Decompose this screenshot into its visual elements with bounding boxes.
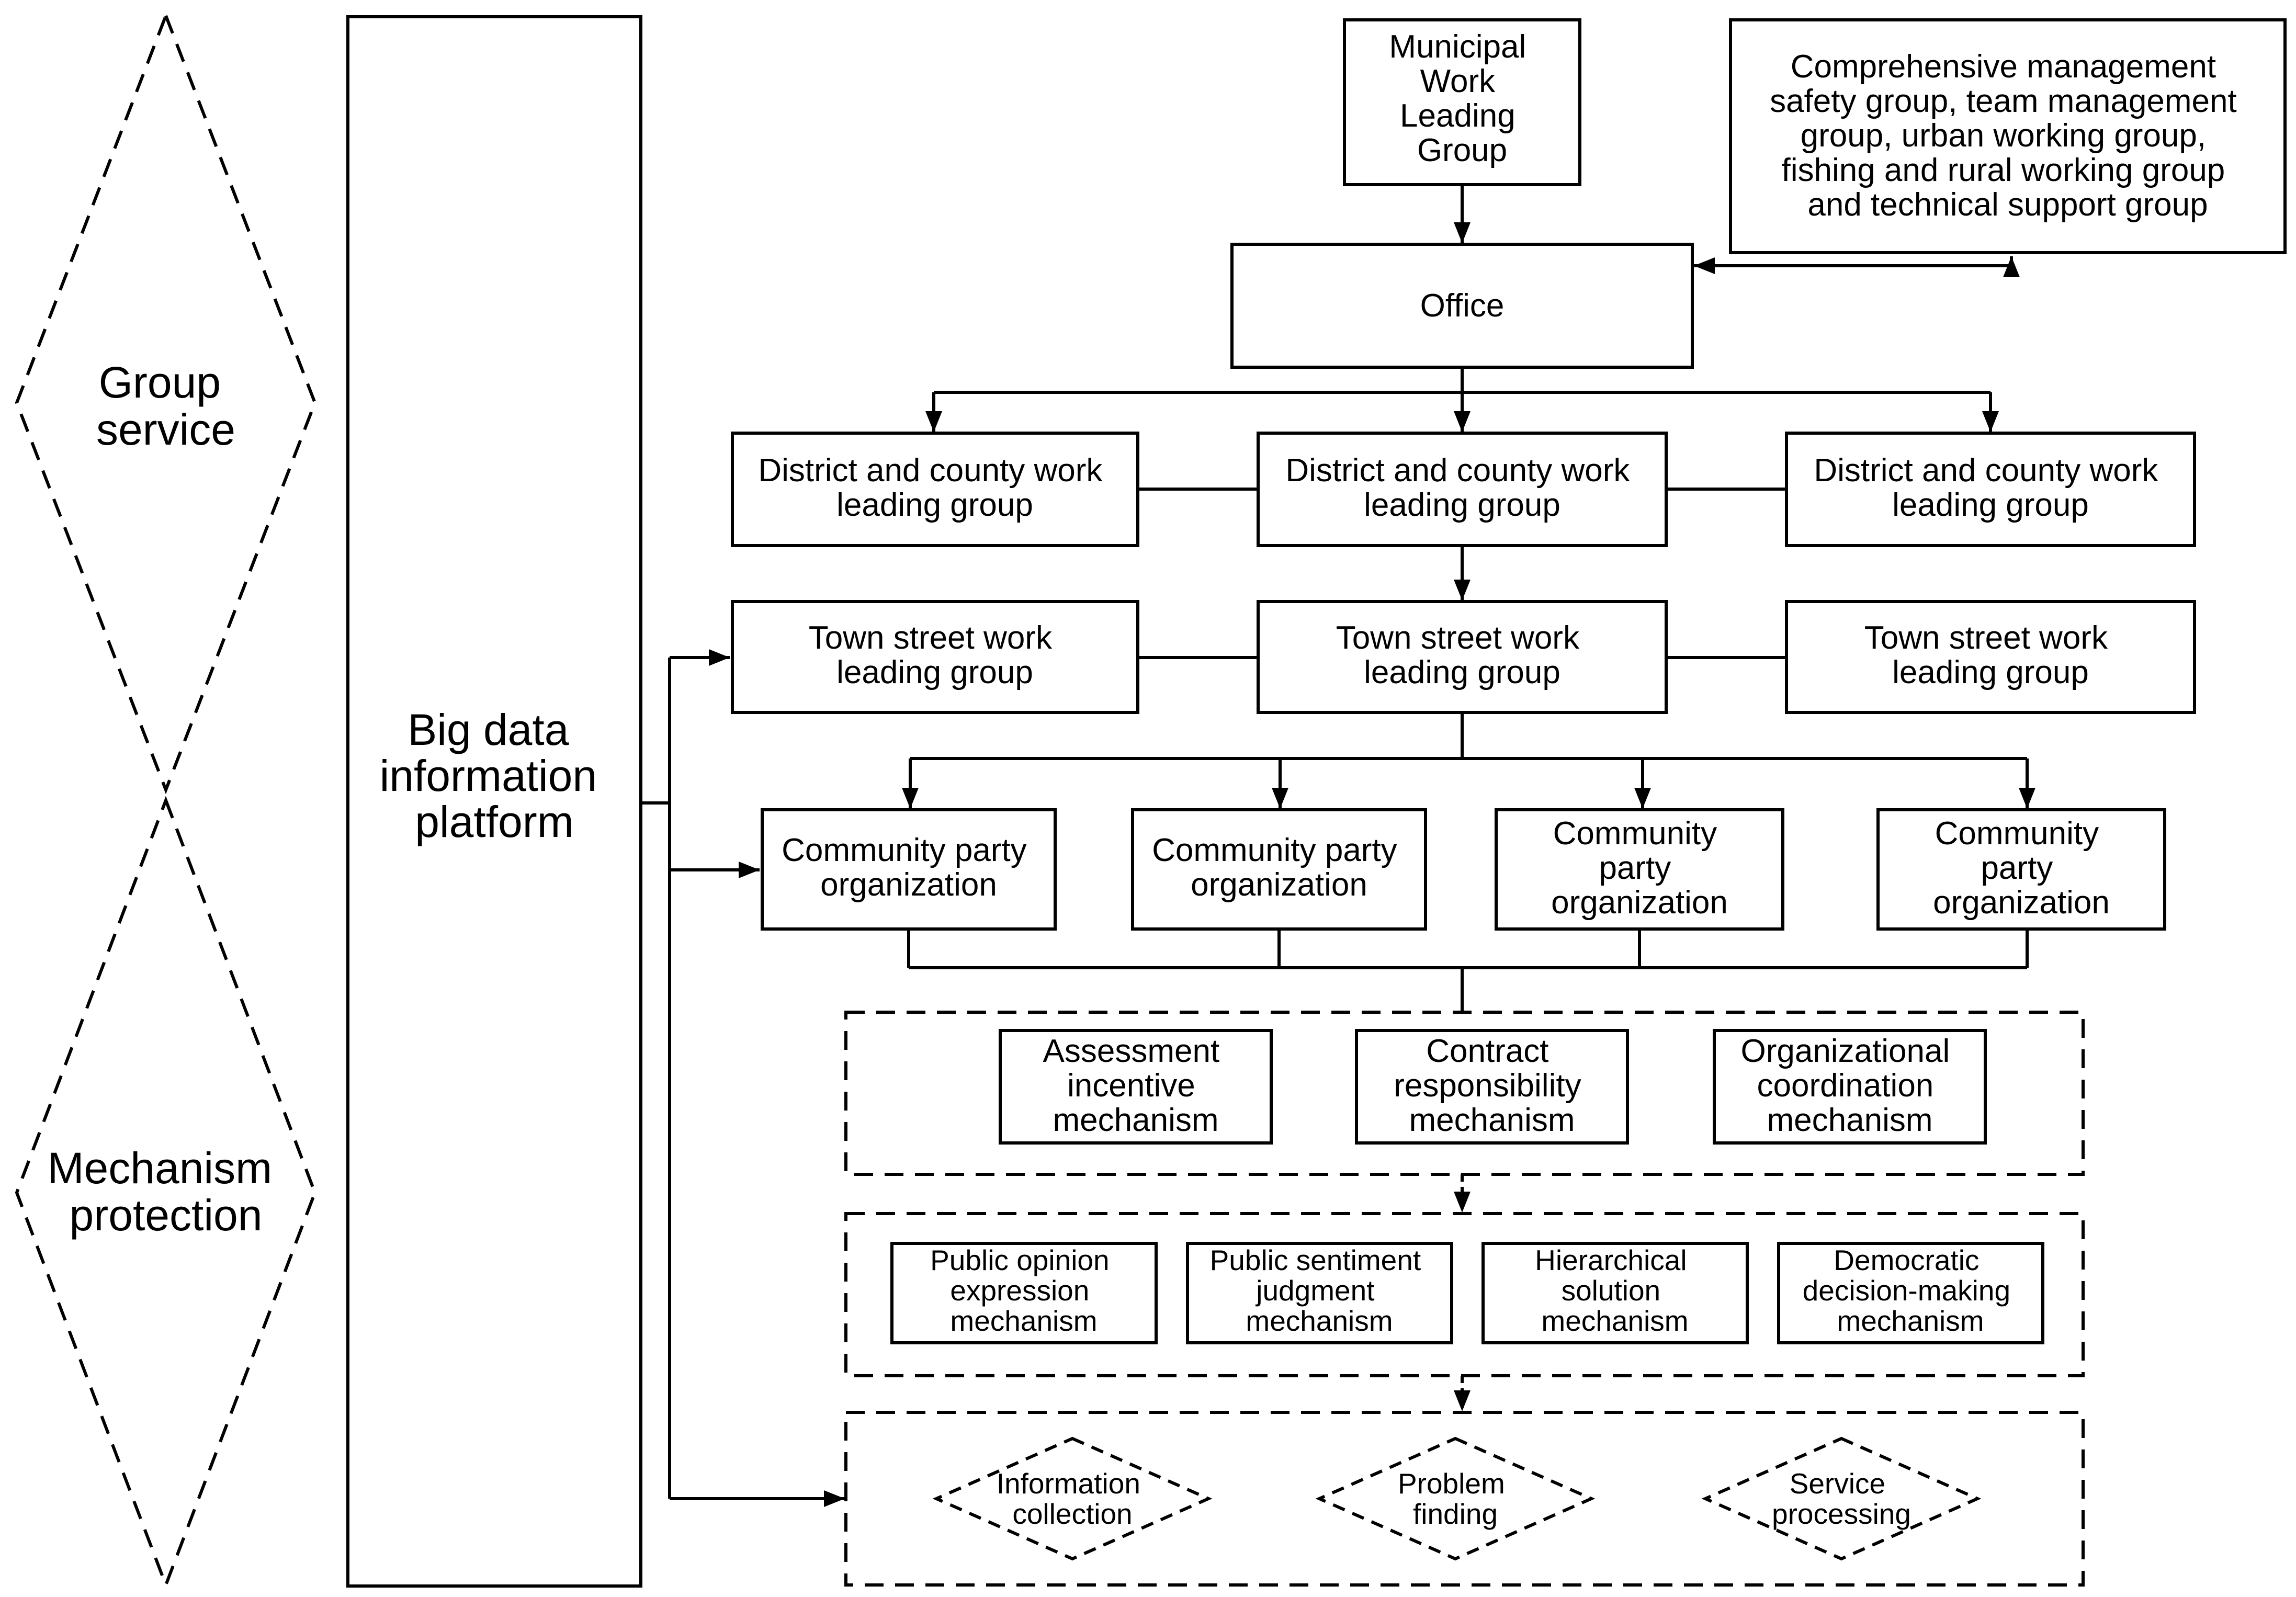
mechanism-protection-label: Mechanism protection xyxy=(48,1143,285,1240)
office-label: Office xyxy=(1420,288,1505,324)
municipal-work-leading-group-box xyxy=(1343,18,1581,186)
public-sentiment-judgment-mechanism-box xyxy=(1186,1242,1453,1344)
community-party-organization-1-label: Community party organization xyxy=(782,832,1036,903)
community-party-organization-1-box xyxy=(761,808,1057,931)
comprehensive-groups-label: Comprehensive management safety group, t… xyxy=(1770,49,2246,223)
town-street-group-left-box xyxy=(731,600,1139,714)
democratic-decision-making-mechanism-label: Democratic decision-making mechanism xyxy=(1803,1244,2019,1337)
comprehensive-groups-box xyxy=(1729,18,2287,254)
town-street-group-left-label: Town street work leading group xyxy=(809,620,1061,690)
mechanism-group-2-container xyxy=(844,1212,2085,1377)
problem-finding-label: Problem finding xyxy=(1398,1467,1513,1530)
organizational-coordination-mechanism-label: Organizational coordination mechanism xyxy=(1740,1033,1959,1138)
district-county-group-right-box xyxy=(1785,432,2196,547)
community-party-organization-3-label: Community party organization xyxy=(1551,816,1728,921)
district-county-group-left-label: District and county work leading group xyxy=(758,452,1111,523)
mechanism-group-1-container xyxy=(844,1011,2085,1176)
town-street-group-right-label: Town street work leading group xyxy=(1864,620,2117,690)
information-collection-label: Information collection xyxy=(997,1467,1148,1530)
assessment-incentive-mechanism-box xyxy=(999,1029,1273,1145)
community-party-organization-4-box xyxy=(1876,808,2166,931)
platform-connector xyxy=(641,658,671,1499)
community-bottom-connector xyxy=(907,929,2029,1012)
information-collection-diamond xyxy=(932,1436,1213,1561)
public-opinion-expression-mechanism-label: Public opinion expression mechanism xyxy=(930,1244,1117,1337)
mechanism-protection-diamond xyxy=(15,796,317,1590)
arrow-office-comprehensive xyxy=(1694,256,2020,277)
contract-responsibility-mechanism-label: Contract responsibility mechanism xyxy=(1394,1033,1590,1138)
organizational-coordination-mechanism-box xyxy=(1713,1029,1987,1145)
public-sentiment-judgment-mechanism-label: Public sentiment judgment mechanism xyxy=(1210,1244,1429,1337)
contract-responsibility-mechanism-box xyxy=(1355,1029,1629,1145)
hierarchical-solution-mechanism-label: Hierarchical solution mechanism xyxy=(1535,1244,1695,1337)
problem-finding-diamond xyxy=(1315,1436,1596,1561)
group-service-label: Group service xyxy=(96,358,235,454)
group-service-diamond xyxy=(15,11,317,795)
office-box xyxy=(1230,243,1694,369)
community-party-organization-4-label: Community party organization xyxy=(1933,816,2110,921)
democratic-decision-making-mechanism-box xyxy=(1777,1242,2044,1344)
town-street-group-right-box xyxy=(1785,600,2196,714)
assessment-incentive-mechanism-label: Assessment incentive mechanism xyxy=(1043,1033,1229,1138)
community-party-organization-3-box xyxy=(1495,808,1784,931)
community-party-organization-2-box xyxy=(1131,808,1427,931)
town-to-community-connector xyxy=(910,712,2027,760)
hierarchical-solution-mechanism-box xyxy=(1481,1242,1749,1344)
district-county-group-right-label: District and county work leading group xyxy=(1814,452,2167,523)
community-party-organization-2-label: Community party organization xyxy=(1152,832,1406,903)
town-street-group-center-label: Town street work leading group xyxy=(1336,620,1588,690)
big-data-platform-label: Big data information platform xyxy=(380,705,609,846)
service-processing-label: Service processing xyxy=(1772,1467,1911,1530)
service-processing-diamond xyxy=(1701,1436,1982,1561)
district-county-group-center-box xyxy=(1257,432,1668,547)
office-to-district-connector xyxy=(934,367,1990,394)
process-group-container xyxy=(844,1411,2085,1587)
municipal-work-leading-group-label: Municipal Work Leading Group xyxy=(1389,29,1535,168)
district-county-group-center-label: District and county work leading group xyxy=(1285,452,1638,523)
public-opinion-expression-mechanism-box xyxy=(890,1242,1158,1344)
